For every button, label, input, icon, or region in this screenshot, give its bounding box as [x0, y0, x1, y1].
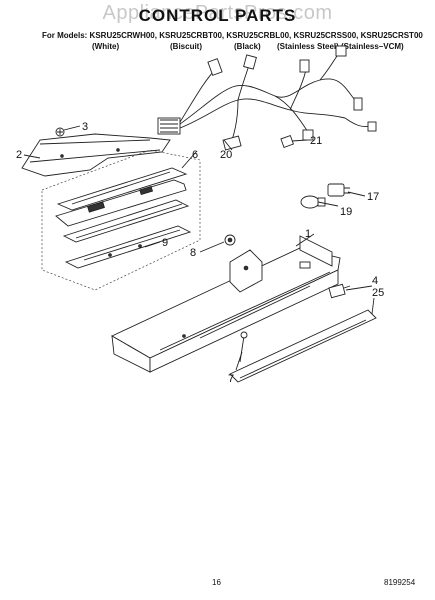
harness-connector-h [367, 121, 377, 132]
part-21-clip [280, 134, 294, 148]
harness-connector-c [299, 59, 310, 73]
callout-19: 19 [340, 206, 352, 218]
page-title: CONTROL PARTS [138, 6, 297, 25]
document-number: 8199254 [384, 578, 416, 587]
callout-8: 8 [190, 247, 196, 259]
harness-connector-g [302, 129, 314, 141]
variant-stainless-steel: (Stainless Steel) [277, 42, 339, 51]
variant-black: (Black) [234, 42, 261, 51]
variant-stainless-vcm: (Stainless–VCM) [341, 42, 404, 51]
control-boards [55, 167, 192, 269]
leader-lines [23, 125, 375, 371]
callout-6: 6 [192, 149, 198, 161]
page-number: 16 [212, 578, 221, 587]
callout-2: 2 [16, 149, 22, 161]
callout-1: 1 [305, 228, 311, 240]
part-1-control-housing [111, 235, 341, 373]
harness-connector-e [353, 97, 363, 111]
variant-white: (White) [92, 42, 120, 51]
callout-17: 17 [367, 191, 379, 203]
callout-20: 20 [220, 149, 232, 161]
harness-connector-d [335, 45, 347, 57]
callout-7: 7 [228, 373, 234, 385]
part-4-switch [328, 283, 351, 299]
part-3-screw [55, 127, 65, 137]
callout-25: 25 [372, 287, 384, 299]
part-8-grommet [224, 234, 236, 246]
control-board-overlay [55, 179, 187, 227]
part-7-screw [239, 331, 248, 363]
callout-9: 9 [162, 237, 168, 249]
harness-connector-main [157, 117, 181, 135]
harness-connector-a [207, 58, 223, 76]
part-2-bracket [21, 133, 171, 177]
callout-3: 3 [82, 121, 88, 133]
control-panel-top [56, 167, 188, 211]
part-25-light-cover [229, 309, 377, 383]
part-17-lamp-socket [327, 183, 350, 197]
harness-connector-f [222, 135, 242, 151]
models-line: For Models: KSRU25CRWH00, KSRU25CRBT00, … [42, 31, 423, 40]
wire-harness [157, 45, 377, 151]
callout-21: 21 [310, 135, 322, 147]
callout-4: 4 [372, 275, 378, 287]
harness-connector-b [243, 54, 257, 70]
part-19-light-bulb [300, 195, 326, 209]
variant-biscuit: (Biscuit) [170, 42, 202, 51]
watermark: AppliancePartsPros.com [102, 2, 333, 24]
